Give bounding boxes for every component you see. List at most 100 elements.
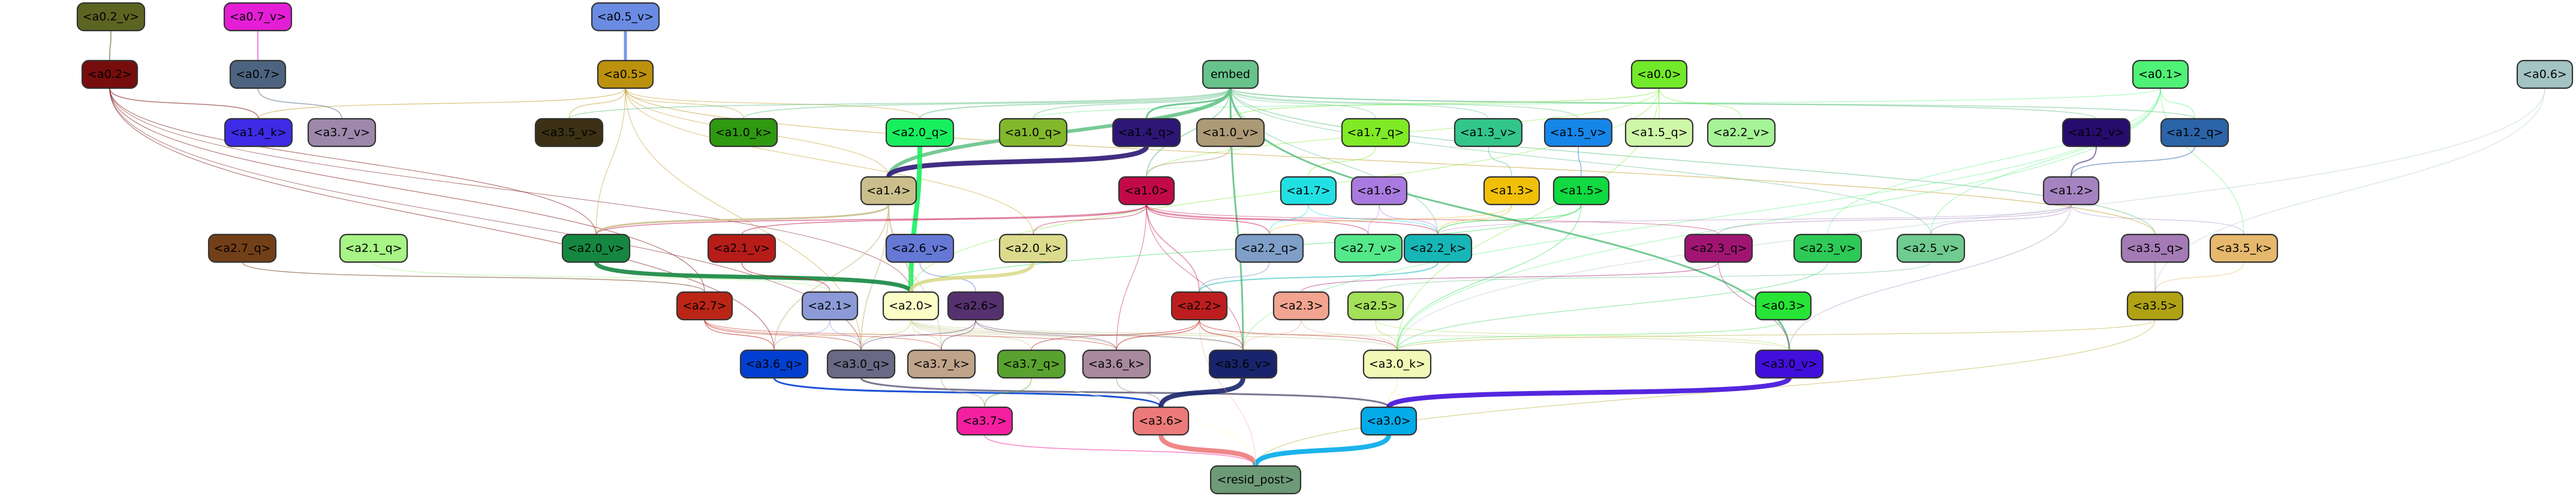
- node-a3-0-v[interactable]: <a3.0_v>: [1755, 349, 1824, 379]
- node-a1-4[interactable]: <a1.4>: [860, 176, 917, 206]
- edge-embed-to-a1-0-k: [743, 88, 1231, 119]
- node-a1-3-v[interactable]: <a1.3_v>: [1453, 118, 1523, 148]
- node-box: [229, 59, 287, 89]
- node-a1-0-q[interactable]: <a1.0_q>: [998, 118, 1068, 148]
- node-label: <a1.0>: [1124, 184, 1169, 197]
- node-a0-2-v[interactable]: <a0.2_v>: [76, 2, 146, 32]
- node-a0-0[interactable]: <a0.0>: [1630, 59, 1688, 89]
- edge-a1-5-v-to-a1-5: [1578, 146, 1582, 178]
- node-label: embed: [1211, 68, 1250, 81]
- node-a2-2[interactable]: <a2.2>: [1170, 291, 1228, 321]
- edge-embed-to-a1-5-v: [1230, 88, 1579, 119]
- node-box: [1755, 349, 1824, 379]
- node-a2-0-q[interactable]: <a2.0_q>: [885, 118, 955, 148]
- node-a3-7-k[interactable]: <a3.7_k>: [907, 349, 976, 379]
- node-embed[interactable]: embed: [1202, 59, 1259, 89]
- node-a3-5-k[interactable]: <a3.5_k>: [2209, 233, 2279, 263]
- node-a2-2-q[interactable]: <a2.2_q>: [1235, 233, 1304, 263]
- node-a1-5-v[interactable]: <a1.5_v>: [1543, 118, 1613, 148]
- node-a2-2-v[interactable]: <a2.2_v>: [1707, 118, 1776, 148]
- node-a2-0-k[interactable]: <a2.0_k>: [998, 233, 1068, 263]
- node-a1-7[interactable]: <a1.7>: [1280, 176, 1337, 206]
- node-a3-0-q[interactable]: <a3.0_q>: [826, 349, 896, 379]
- edge-a2-7-to-a3-6-q: [704, 319, 775, 351]
- node-a0-5[interactable]: <a0.5>: [597, 59, 654, 89]
- node-label: <a2.6>: [953, 299, 998, 312]
- edge-a0-2-to-a1-4-k: [109, 88, 259, 119]
- edge-a1-2-v-to-a1-2: [2071, 146, 2097, 178]
- node-box: [2126, 291, 2184, 321]
- edge-a0-5-to-a2-0-v: [595, 88, 626, 235]
- node-a0-3[interactable]: <a0.3>: [1755, 291, 1812, 321]
- node-a3-6-q[interactable]: <a3.6_q>: [739, 349, 809, 379]
- node-a3-6-k[interactable]: <a3.6_k>: [1082, 349, 1151, 379]
- node-a2-7-q[interactable]: <a2.7_q>: [207, 233, 277, 263]
- node-a0-5-v[interactable]: <a0.5_v>: [591, 2, 660, 32]
- node-a3-6-v[interactable]: <a3.6_v>: [1208, 349, 1278, 379]
- edge-a2-0-to-a3-0-q: [860, 319, 911, 351]
- node-label: <a3.6_k>: [1088, 357, 1145, 371]
- edge-a3-6-k-to-a3-6: [1116, 377, 1161, 408]
- edge-a2-3-q-to-a3-0-v: [1718, 261, 1790, 351]
- node-a2-1-v[interactable]: <a2.1_v>: [707, 233, 777, 263]
- node-a2-1-q[interactable]: <a2.1_q>: [339, 233, 408, 263]
- node-a1-6[interactable]: <a1.6>: [1350, 176, 1408, 206]
- node-a3-0[interactable]: <a3.0>: [1360, 406, 1418, 436]
- node-a2-3[interactable]: <a2.3>: [1272, 291, 1330, 321]
- node-a2-6[interactable]: <a2.6>: [947, 291, 1004, 321]
- node-a2-7-v[interactable]: <a2.7_v>: [1334, 233, 1403, 263]
- node-a1-3[interactable]: <a1.3>: [1483, 176, 1540, 206]
- node-label: <a2.7_q>: [213, 242, 270, 255]
- node-a3-6[interactable]: <a3.6>: [1132, 406, 1190, 436]
- node-a2-5-v[interactable]: <a2.5_v>: [1896, 233, 1966, 263]
- node-a0-1[interactable]: <a0.1>: [2132, 59, 2189, 89]
- node-a3-5-q[interactable]: <a3.5_q>: [2120, 233, 2190, 263]
- node-a3-0-k[interactable]: <a3.0_k>: [1362, 349, 1432, 379]
- node-box: [1630, 59, 1688, 89]
- node-a2-3-q[interactable]: <a2.3_q>: [1684, 233, 1753, 263]
- node-label: <a1.0_v>: [1202, 126, 1259, 139]
- node-a2-0-v[interactable]: <a2.0_v>: [561, 233, 631, 263]
- node-box: [561, 233, 631, 263]
- node-a2-1[interactable]: <a2.1>: [801, 291, 859, 321]
- node-a1-4-k[interactable]: <a1.4_k>: [224, 118, 293, 148]
- node-a3-7-q[interactable]: <a3.7_q>: [997, 349, 1066, 379]
- node-a1-2[interactable]: <a1.2>: [2042, 176, 2100, 206]
- node-box: [2516, 59, 2574, 89]
- node-a0-7-v[interactable]: <a0.7_v>: [223, 2, 293, 32]
- node-resid-post[interactable]: <resid_post>: [1209, 465, 1302, 495]
- edge-a1-0-to-a2-0-v: [595, 204, 1147, 235]
- node-box: [1334, 233, 1403, 263]
- node-label: <a0.1>: [2138, 68, 2183, 81]
- edge-a1-0-to-a3-6-v: [1146, 204, 1244, 351]
- node-a1-7-q[interactable]: <a1.7_q>: [1341, 118, 1410, 148]
- node-a1-2-v[interactable]: <a1.2_v>: [2062, 118, 2131, 148]
- node-a1-5-q[interactable]: <a1.5_q>: [1624, 118, 1694, 148]
- node-a2-0[interactable]: <a2.0>: [882, 291, 940, 321]
- node-a3-5-v[interactable]: <a3.5_v>: [534, 118, 604, 148]
- edge-a3-6-q-to-a3-6: [773, 377, 1162, 408]
- node-a1-0[interactable]: <a1.0>: [1118, 176, 1175, 206]
- node-a2-3-v[interactable]: <a2.3_v>: [1793, 233, 1862, 263]
- node-label: <a2.2_q>: [1241, 242, 1298, 255]
- node-a2-2-k[interactable]: <a2.2_k>: [1403, 233, 1473, 263]
- node-label: <a2.2>: [1177, 299, 1221, 312]
- node-a1-0-k[interactable]: <a1.0_k>: [709, 118, 778, 148]
- node-a0-6[interactable]: <a0.6>: [2516, 59, 2574, 89]
- node-a0-7[interactable]: <a0.7>: [229, 59, 287, 89]
- node-a2-7[interactable]: <a2.7>: [676, 291, 733, 321]
- node-a1-2-q[interactable]: <a1.2_q>: [2160, 118, 2229, 148]
- edge-a3-5-to-a3-0-k: [1397, 319, 2156, 351]
- node-a2-5[interactable]: <a2.5>: [1347, 291, 1404, 321]
- node-a3-7-v[interactable]: <a3.7_v>: [307, 118, 377, 148]
- node-a2-6-v[interactable]: <a2.6_v>: [885, 233, 955, 263]
- node-a3-5[interactable]: <a3.5>: [2126, 291, 2184, 321]
- node-box: [1755, 291, 1812, 321]
- edge-a1-0-v-to-a1-0: [1146, 146, 1231, 178]
- node-a1-5[interactable]: <a1.5>: [1552, 176, 1610, 206]
- node-a1-4-q[interactable]: <a1.4_q>: [1112, 118, 1181, 148]
- node-a0-2[interactable]: <a0.2>: [81, 59, 139, 89]
- node-a3-7[interactable]: <a3.7>: [956, 406, 1013, 436]
- edge-a1-2-to-a2-3-q: [1718, 204, 2072, 235]
- node-a1-0-v[interactable]: <a1.0_v>: [1196, 118, 1265, 148]
